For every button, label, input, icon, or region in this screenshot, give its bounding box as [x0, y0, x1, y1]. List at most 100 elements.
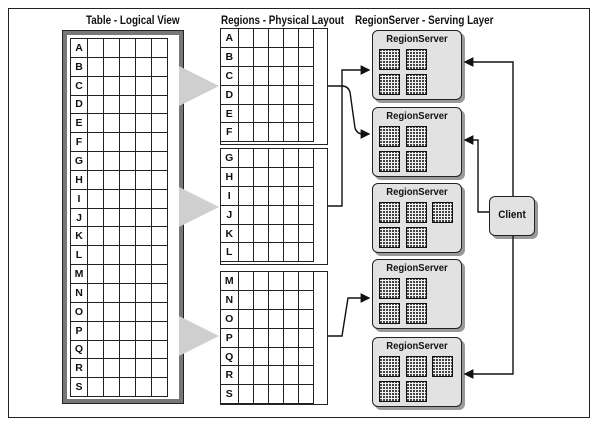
data-cell: [238, 47, 254, 68]
store-block: [379, 49, 400, 70]
data-cell: [238, 167, 254, 188]
data-cell: [253, 328, 269, 348]
region-server-2: RegionServer: [372, 107, 462, 177]
store-block: [406, 126, 427, 147]
data-cell: [283, 347, 299, 367]
data-cell: [238, 290, 254, 311]
data-cell: [253, 365, 269, 386]
data-cell: [268, 205, 284, 225]
data-cell: [298, 66, 314, 86]
store-block: [406, 227, 427, 248]
row-key: A: [221, 29, 239, 49]
data-cell: [238, 242, 254, 263]
data-cell: [283, 122, 299, 143]
client-to-server-5-link: [463, 236, 514, 379]
logical-row: J: [70, 207, 168, 228]
data-cell: [298, 365, 314, 386]
row-key: P: [221, 328, 239, 348]
store-block: [432, 356, 453, 377]
data-cell: [298, 328, 314, 348]
store-block: [379, 126, 400, 147]
region-row: E: [221, 104, 314, 124]
diagram-frame: [8, 8, 590, 418]
client-to-server-2-link: [463, 135, 489, 213]
region-row: M: [221, 272, 314, 292]
data-cell: [268, 29, 284, 49]
store-block: [406, 381, 427, 402]
store-block: [379, 227, 400, 248]
data-cell: [268, 242, 284, 263]
logical-row: G: [70, 151, 168, 171]
data-cell: [253, 242, 269, 263]
region-1-to-server-2-link: [328, 85, 371, 139]
region-row: F: [221, 122, 314, 143]
data-cell: [298, 224, 314, 244]
data-cell: [298, 205, 314, 225]
logical-row: H: [70, 169, 168, 190]
logical-view-title: Table - Logical View: [86, 15, 180, 27]
data-cell: [298, 29, 314, 49]
data-cell: [268, 66, 284, 86]
row-key: N: [221, 290, 239, 311]
row-key: S: [221, 384, 239, 405]
data-cell: [238, 66, 254, 86]
region-server-4: RegionServer: [372, 259, 462, 329]
data-cell: [283, 149, 299, 169]
store-block: [406, 278, 427, 299]
store-block: [406, 303, 427, 324]
store-block: [406, 356, 427, 377]
row-key: R: [221, 365, 239, 386]
data-cell: [283, 384, 299, 405]
data-cell: [253, 205, 269, 225]
data-cell: [238, 29, 254, 49]
data-cell: [268, 122, 284, 143]
region-server-1: RegionServer: [372, 30, 462, 100]
row-key: E: [221, 104, 239, 124]
region-row: Q: [221, 347, 314, 367]
row-key: I: [221, 186, 239, 206]
store-block: [406, 202, 427, 223]
store-block: [379, 202, 400, 223]
data-cell: [238, 205, 254, 225]
data-cell: [238, 122, 254, 143]
data-cell: [268, 309, 284, 329]
data-cell: [253, 290, 269, 311]
data-cell: [283, 47, 299, 68]
region-2-to-server-1-link: [328, 65, 371, 207]
data-cell: [298, 309, 314, 329]
row-key: F: [221, 122, 239, 143]
region-row: R: [221, 365, 314, 386]
data-cell: [238, 186, 254, 206]
data-cell: [238, 328, 254, 348]
data-cell: [238, 384, 254, 405]
region-3-to-server-4-link: [328, 293, 371, 337]
data-cell: [268, 104, 284, 124]
data-cell: [268, 149, 284, 169]
region-row: A: [221, 29, 314, 49]
store-block: [379, 356, 400, 377]
data-cell: [253, 272, 269, 292]
data-cell: [253, 85, 269, 105]
store-block: [379, 151, 400, 172]
row-key: J: [221, 205, 239, 225]
region-server-label: RegionServer: [386, 33, 448, 45]
logical-row: B: [70, 56, 168, 77]
data-cell: [298, 384, 314, 405]
data-cell: [238, 365, 254, 386]
data-cell: [283, 205, 299, 225]
data-cell: [238, 347, 254, 367]
data-cell: [253, 29, 269, 49]
data-cell: [298, 85, 314, 105]
store-block: [406, 74, 427, 95]
data-cell: [268, 167, 284, 188]
region-row: B: [221, 47, 314, 68]
data-cell: [268, 328, 284, 348]
region-server-label: RegionServer: [386, 262, 448, 274]
row-key: L: [221, 242, 239, 263]
store-block: [379, 74, 400, 95]
